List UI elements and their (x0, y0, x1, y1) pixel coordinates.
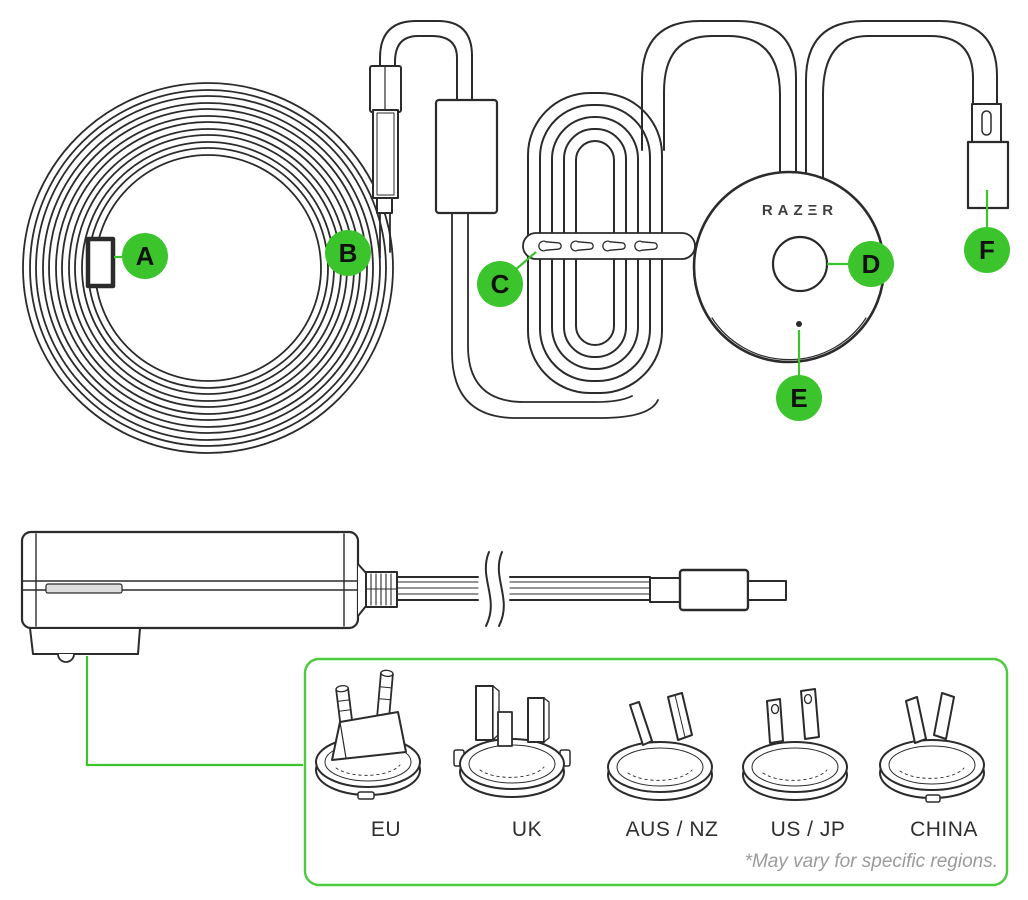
callout-a: A (122, 233, 168, 279)
adapter-cable (396, 551, 651, 627)
power-adapter (20, 530, 398, 663)
region-label-eu: EU (370, 818, 402, 841)
plug-eu (315, 669, 421, 800)
usb-connector (369, 65, 402, 259)
dc-connector (649, 568, 787, 612)
region-label-aus-nz: AUS / NZ (625, 818, 719, 841)
adapter-to-box-line (85, 656, 303, 767)
region-label-uk: UK (511, 818, 543, 841)
plug-uk (453, 685, 571, 798)
callout-leader-lines (114, 190, 989, 376)
device-to-connector-cable (805, 20, 998, 211)
ferrite-bead (434, 98, 659, 419)
callout-d: D (848, 241, 894, 287)
plug-aus-nz (607, 692, 713, 801)
plug-us-jp (742, 688, 848, 801)
cable-to-device (641, 20, 797, 211)
status-led-dot (796, 321, 802, 327)
region-label-us-jp: US / JP (770, 818, 846, 841)
cable-tie (522, 232, 696, 260)
callout-c: C (477, 261, 523, 307)
callout-b: B (325, 230, 371, 276)
plug-china (879, 692, 985, 803)
connector-f (966, 103, 1010, 210)
callout-f: F (964, 227, 1010, 273)
region-label-china: CHINA (910, 818, 978, 841)
callout-e: E (776, 375, 822, 421)
plug-box-border (303, 657, 1009, 887)
connector-to-ferrite-cable (379, 20, 473, 102)
region-footnote: *May vary for specific regions. (744, 851, 998, 872)
cable-marker (85, 236, 116, 289)
razer-logo: RAZΞR (761, 202, 839, 219)
